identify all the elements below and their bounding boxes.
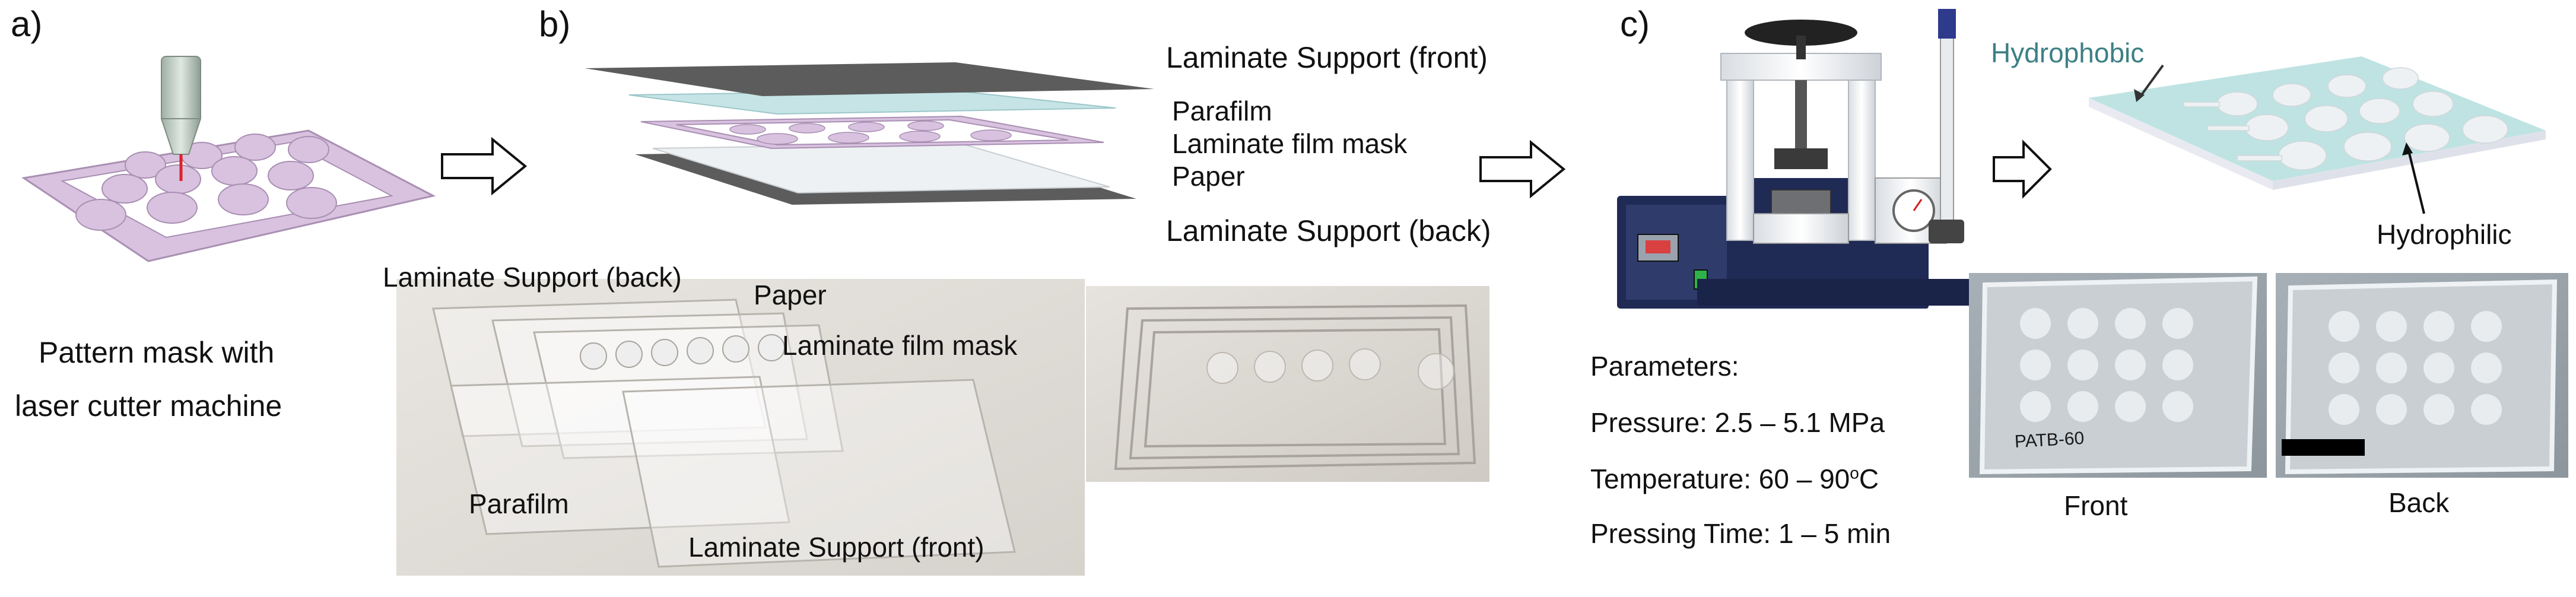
label-hydrophilic: Hydrophilic [2377,219,2512,250]
pattern-mask-illustration [21,56,436,262]
heat-press-illustration [1617,9,1988,309]
panel-a-caption-line2: laser cutter machine [15,389,282,423]
photo-label-film-mask: Laminate film mask [782,330,1018,361]
label-parafilm: Parafilm [1172,96,1272,126]
label-front: Front [2064,490,2128,521]
temperature-value: Temperature: 60 – 90 [1590,463,1850,494]
label-film-mask: Laminate film mask [1172,128,1408,159]
parameter-pressing-time: Pressing Time: 1 – 5 min [1590,518,1891,549]
label-support-front: Laminate Support (front) [1166,41,1488,74]
parameter-temperature: Temperature: 60 – 90oC [1590,463,1879,495]
photo-label-paper: Paper [754,280,827,310]
degree-superscript: o [1850,463,1859,482]
device-front-photo [1969,273,2267,478]
materials-photo [396,279,1085,576]
label-hydrophobic: Hydrophobic [1991,37,2145,68]
process-arrows [441,136,2052,199]
panel-a-caption-line1: Pattern mask with [39,336,275,369]
panel-b-label: b) [539,4,571,44]
photo-label-support-front: Laminate Support (front) [688,532,984,563]
photo-label-support-back: Laminate Support (back) [383,262,682,293]
panel-c-label: c) [1620,4,1650,44]
photo-label-parafilm: Parafilm [469,488,569,519]
device-back-photo [2276,273,2568,478]
panel-a-label: a) [11,4,43,44]
scale-bar [2282,439,2365,456]
parameter-pressure: Pressure: 2.5 – 5.1 MPa [1590,407,1885,438]
parameters-title: Parameters: [1590,351,1739,382]
laminated-device-photo [1086,286,1489,482]
label-back: Back [2388,487,2450,518]
patterned-paper-illustration [2089,56,2546,214]
label-support-back: Laminate Support (back) [1166,214,1491,247]
temperature-unit: C [1859,463,1879,494]
laminate-stack-illustration [585,62,1154,205]
sample-handwritten-mark: PATB-60 [2014,428,2085,452]
label-paper: Paper [1172,161,1245,192]
